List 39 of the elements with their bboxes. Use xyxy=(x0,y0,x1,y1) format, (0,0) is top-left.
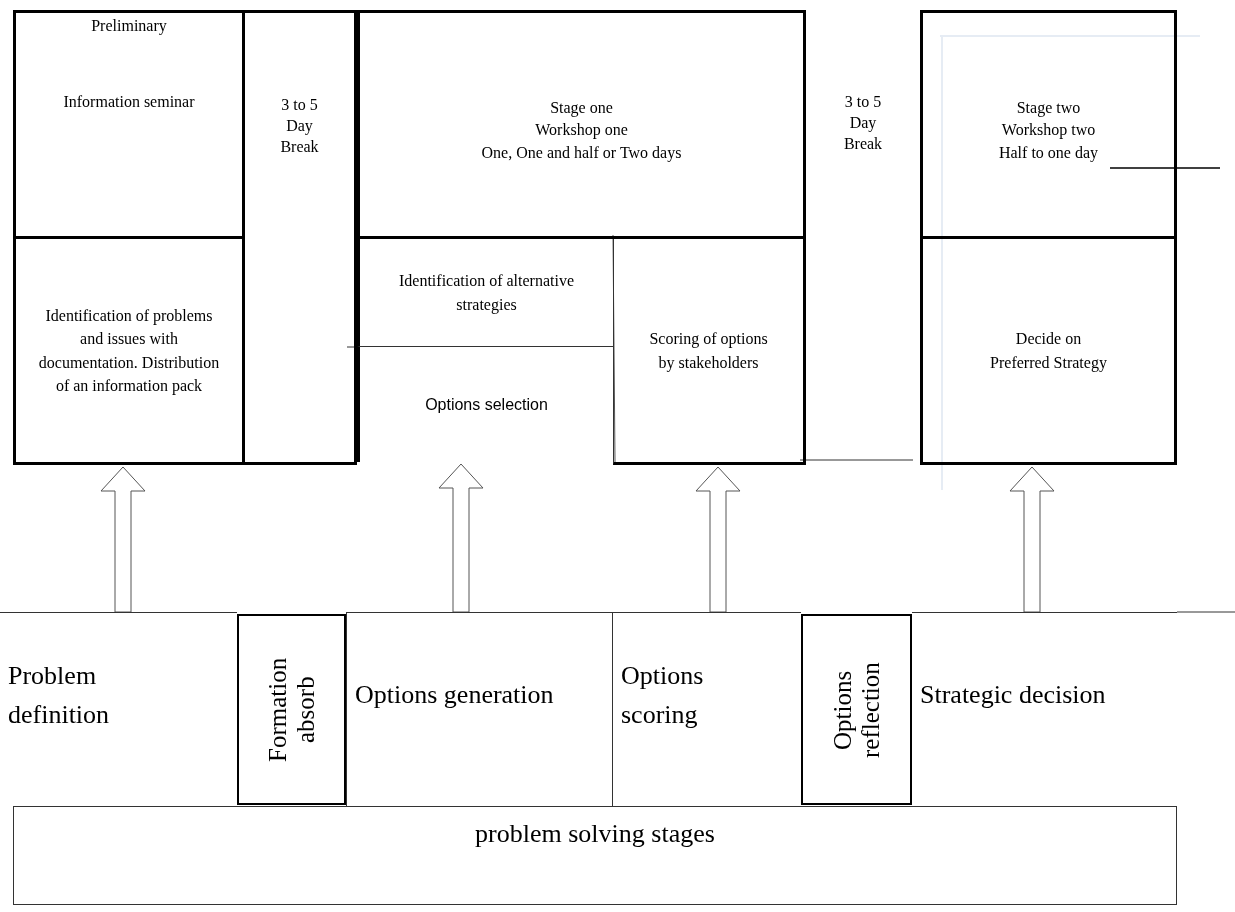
cell-text: Scoring of options by stakeholders xyxy=(648,329,769,374)
break-text: 3 to 5 Day Break xyxy=(279,95,320,157)
block-arrow xyxy=(438,463,484,613)
activity-cell xyxy=(613,239,806,465)
stage-text: One, One and half or Two days xyxy=(481,142,682,164)
workshop-cell xyxy=(13,10,245,239)
stage-text: Stage one xyxy=(550,98,613,119)
stage-label: Options scoring xyxy=(621,659,705,731)
phase-cell xyxy=(801,614,912,805)
stage-cell xyxy=(357,10,806,239)
activity-cell xyxy=(13,239,245,465)
phase-heading: Preliminary xyxy=(91,17,167,35)
stage-label: Strategic decision xyxy=(920,679,1106,711)
band-title: problem solving stages xyxy=(475,819,715,849)
stage-label: Formation absorb xyxy=(264,656,319,764)
break-column xyxy=(245,10,357,465)
cell-text: Identification of problems and issues with documentation. Distribution of an information pack xyxy=(37,306,221,397)
stage-text: Workshop two xyxy=(1001,120,1096,141)
cell-text: Options selection xyxy=(425,394,548,415)
cell-text: Decide on Preferred Strategy xyxy=(989,329,1108,374)
break-text: 3 to 5 Day Break xyxy=(842,92,884,154)
stage-text: Half to one day xyxy=(998,142,1099,164)
stage-text: Workshop one xyxy=(535,120,628,141)
block-arrow xyxy=(1009,466,1055,613)
stage-cell xyxy=(346,612,612,806)
stage-label: Options generation xyxy=(355,679,554,711)
activity-cell xyxy=(357,239,613,347)
cell-text: Identification of alternative strategies xyxy=(398,271,575,316)
block-arrow xyxy=(695,466,741,613)
block-arrow xyxy=(100,466,146,613)
cell-text: Information seminar xyxy=(63,93,195,111)
footer-band xyxy=(13,806,1177,905)
stage-text: Stage two xyxy=(1016,98,1081,119)
activity-cell xyxy=(920,239,1177,465)
stage-cell xyxy=(920,10,1177,239)
stage-cell xyxy=(612,612,801,806)
stage-label: Problem definition xyxy=(8,659,111,731)
stage-label: Options reflection xyxy=(829,660,884,760)
phase-cell xyxy=(237,614,346,805)
